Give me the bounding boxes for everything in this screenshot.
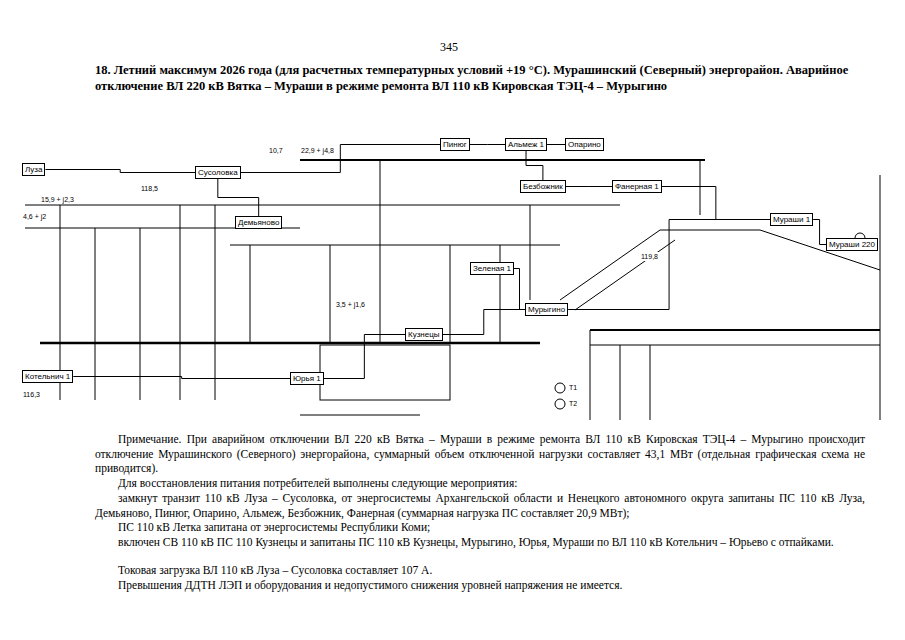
flow-value: 4,6 + j2 (22, 212, 47, 221)
power-line (218, 179, 259, 216)
note-paragraph: включен СВ 110 кВ ПС 110 Кузнецы и запит… (95, 535, 865, 550)
power-line (73, 377, 290, 379)
flow-value: 118,5 (140, 184, 159, 193)
substation-name: Демьяново (238, 218, 279, 227)
page-number: 345 (440, 40, 458, 55)
substation-name: Безбожник (523, 182, 563, 191)
substation-box: Безбожник (520, 180, 566, 193)
substation-box: Пинюг (440, 138, 470, 151)
substation-box: Кузнецы (405, 328, 443, 341)
flow-value: 10,7 (268, 146, 284, 155)
substation-name: Кузнецы (408, 330, 440, 339)
power-line (547, 144, 565, 145)
substation-name: Опарино (568, 140, 601, 149)
substation-name: Фанерная 1 (615, 182, 659, 191)
substation-box: Котельнич 1 (22, 370, 73, 383)
flow-value: T1 (568, 383, 578, 392)
substation-box: Опарино (565, 138, 604, 151)
substation-name: Альмеж 1 (508, 140, 544, 149)
note-paragraph: ПС 110 кВ Летка запитана от энергосистем… (95, 520, 865, 535)
power-line (813, 220, 826, 245)
substation-name: Мураши 1 (773, 215, 810, 224)
substation-box: Мурыгино (525, 303, 568, 316)
power-line (662, 187, 770, 220)
power-line (443, 310, 525, 335)
substation-name: Мурыгино (528, 305, 565, 314)
substation-box: Мураши 1 (770, 213, 813, 226)
power-line (566, 186, 612, 187)
substation-box: Зеленая 1 (470, 262, 514, 275)
power-line (514, 269, 525, 310)
substation-name: Сусоловка (198, 168, 238, 177)
note-paragraph: Превышения ДДТН ЛЭП и оборудования и нед… (95, 578, 865, 593)
substation-name: Юрья 1 (293, 374, 321, 383)
substation-box: Луза (22, 163, 45, 176)
note-paragraph: Токовая загрузка ВЛ 110 кВ Луза – Сусоло… (95, 563, 865, 578)
note-paragraph: Для восстановления питания потребителей … (95, 476, 865, 491)
substation-name: Зеленая 1 (473, 264, 511, 273)
power-line (568, 220, 770, 310)
substation-name: Пинюг (443, 140, 467, 149)
power-line (526, 151, 543, 180)
substation-name: Котельнич 1 (25, 372, 70, 381)
flow-value: 116,3 (22, 390, 41, 399)
note-paragraph: замкнут транзит 110 кВ Луза – Сусоловка,… (95, 491, 865, 520)
power-line (324, 335, 405, 379)
substation-box: Фанерная 1 (612, 180, 662, 193)
flow-value: 119,8 (640, 252, 659, 261)
heading: 18. Летний максимум 2026 года (для расче… (95, 62, 865, 94)
substation-box: Альмеж 1 (505, 138, 547, 151)
flow-value: 15,9 + j2,3 (40, 195, 75, 204)
substation-name: Мураши 220 (829, 240, 875, 249)
power-line (45, 170, 195, 173)
power-line (241, 145, 440, 173)
substation-box: Мураши 220 (826, 238, 878, 251)
note-paragraph: Примечание. При аварийном отключении ВЛ … (95, 432, 865, 476)
flow-value: 22,9 + j4,8 (300, 146, 335, 155)
flow-value: 3,5 + j1,6 (335, 300, 366, 309)
power-line (470, 144, 505, 145)
substation-box: Демьяново (235, 216, 282, 229)
substation-name: Луза (25, 165, 42, 174)
flow-value: T2 (568, 399, 578, 408)
substation-box: Юрья 1 (290, 372, 324, 385)
substation-box: Сусоловка (195, 166, 241, 179)
